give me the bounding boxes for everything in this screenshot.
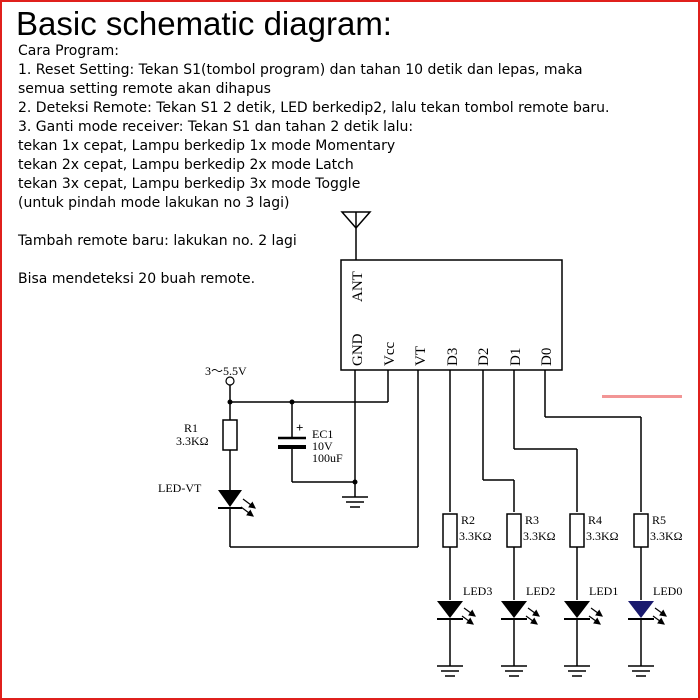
- resistor-r3: [506, 513, 522, 548]
- ec1-voltage: 10V: [312, 439, 333, 453]
- supply-terminal: [225, 376, 235, 386]
- pin-label-d2: D2: [476, 348, 492, 366]
- receiver-module: [340, 259, 563, 371]
- pin-label-d1: D1: [508, 348, 524, 366]
- note-line: tekan 2x cepat, Lampu berkedip 2x mode L…: [18, 157, 354, 173]
- resistor-r4: [569, 513, 585, 548]
- note-add-remote: Tambah remote baru: lakukan no. 2 lagi: [18, 233, 297, 249]
- led2-label: LED2: [526, 584, 555, 598]
- r1-name: R1: [184, 421, 198, 435]
- junction-dots: [227, 399, 358, 485]
- note-line: semua setting remote akan dihapus: [18, 81, 271, 97]
- circuit-wires: [229, 370, 642, 666]
- note-line: tekan 1x cepat, Lampu berkedip 1x mode M…: [18, 138, 396, 154]
- ground-symbol: [342, 496, 368, 508]
- pin-label-d3: D3: [445, 348, 461, 366]
- note-line: tekan 3x cepat, Lampu berkedip 3x mode T…: [18, 176, 361, 192]
- note-line: 1. Reset Setting: Tekan S1(tombol progra…: [18, 62, 583, 78]
- ec1-capacitance: 100uF: [312, 451, 343, 465]
- pin-label-ant: ANT: [350, 271, 366, 302]
- note-line: 3. Ganti mode receiver: Tekan S1 dan tah…: [18, 119, 414, 135]
- led2-symbol: [501, 601, 540, 625]
- watermark-text-light: Toko-MiK: [605, 333, 694, 692]
- pin-label-vt: VT: [413, 346, 429, 366]
- programming-notes: Cara Program: 1. Reset Setting: Tekan S1…: [18, 42, 610, 289]
- note-line: (untuk pindah mode lakukan no 3 lagi): [18, 195, 290, 211]
- r5-name: R5: [652, 513, 666, 527]
- note-capacity: Bisa mendeteksi 20 buah remote.: [18, 271, 256, 287]
- note-line: 2. Deteksi Remote: Tekan S1 2 detik, LED…: [18, 100, 610, 116]
- ground-symbol: [564, 665, 590, 677]
- pin-label-vcc: Vcc: [382, 342, 398, 366]
- led0-label: LED0: [653, 584, 682, 598]
- ground-symbol: [501, 665, 527, 677]
- led-vt-label: LED-VT: [158, 481, 202, 495]
- ec1-name: EC1: [312, 427, 333, 441]
- r5-value: 3.3KΩ: [650, 529, 683, 543]
- ground-symbol: [628, 665, 654, 677]
- antenna-symbol: [340, 211, 372, 260]
- notes-header: Cara Program:: [18, 43, 119, 59]
- page-title: Basic schematic diagram:: [16, 5, 392, 42]
- r2-name: R2: [461, 513, 475, 527]
- led3-label: LED3: [463, 584, 492, 598]
- led1-symbol: [564, 601, 603, 625]
- led0-symbol: [628, 601, 667, 625]
- pin-label-gnd: GND: [350, 333, 366, 366]
- pin-label-d0: D0: [539, 348, 555, 366]
- ec1-polarity: +: [296, 420, 303, 435]
- resistor-r2: [442, 513, 458, 548]
- led-vt-symbol: [218, 490, 256, 517]
- r2-value: 3.3KΩ: [459, 529, 492, 543]
- r1-value: 3.3KΩ: [176, 434, 209, 448]
- ground-symbol: [437, 665, 463, 677]
- r3-name: R3: [525, 513, 539, 527]
- resistor-r5: [633, 513, 649, 548]
- led1-label: LED1: [589, 584, 618, 598]
- supply-voltage-label: 3～5.5V: [205, 364, 247, 378]
- watermark: Toko-MiK Toko-MiK: [602, 333, 694, 692]
- r4-value: 3.3KΩ: [586, 529, 619, 543]
- r3-value: 3.3KΩ: [523, 529, 556, 543]
- led3-symbol: [437, 601, 476, 625]
- resistor-r1: [222, 419, 238, 451]
- watermark-divider: [602, 395, 682, 398]
- watermark-text-top: Toko-MiK: [605, 333, 694, 692]
- capacitor-ec1: [278, 436, 306, 449]
- r4-name: R4: [588, 513, 602, 527]
